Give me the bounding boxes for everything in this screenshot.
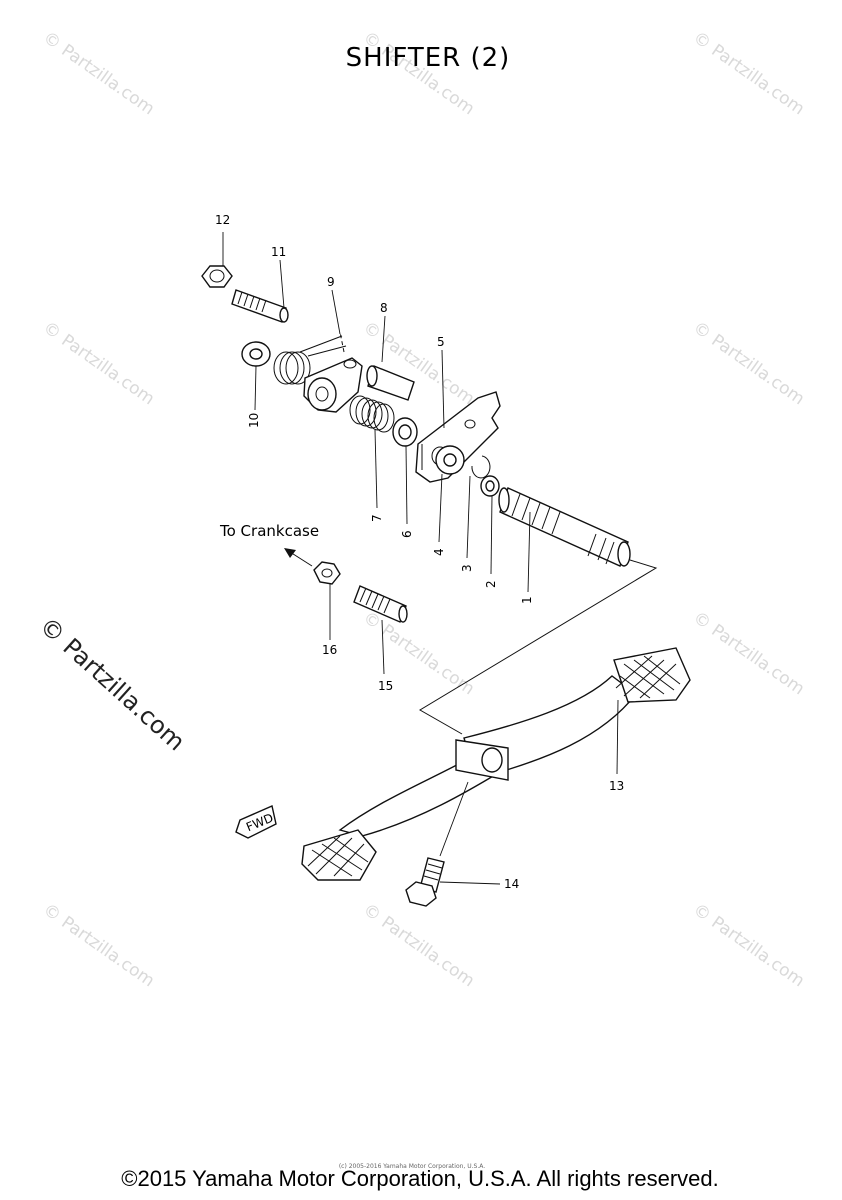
diagram-title: SHIFTER (2) — [346, 43, 511, 73]
callout-10: 10 — [247, 413, 261, 428]
callout-5: 5 — [437, 335, 445, 349]
part-shift-pedal-13 — [301, 647, 691, 881]
callout-15: 15 — [378, 679, 393, 693]
side-watermark: © Partzilla.com — [34, 612, 190, 757]
watermark: © Partzilla.com — [359, 900, 478, 992]
callout-6: 6 — [400, 530, 414, 538]
part-nut-16 — [313, 561, 341, 585]
callout-4: 4 — [432, 548, 446, 556]
footer-small-print: (c) 2005-2016 Yamaha Motor Corporation, … — [339, 1163, 485, 1170]
callout-12: 12 — [215, 213, 230, 227]
part-spring-9 — [273, 335, 347, 385]
part-shift-arm-8 — [303, 357, 415, 413]
callout-2: 2 — [484, 580, 498, 588]
watermark: © Partzilla.com — [689, 318, 808, 410]
footer-copyright: ©2015 Yamaha Motor Corporation, U.S.A. A… — [121, 1166, 718, 1191]
fwd-arrow-icon: FWD — [235, 805, 277, 839]
watermark: © Partzilla.com — [39, 900, 158, 992]
callout-11: 11 — [271, 245, 286, 259]
callout-8: 8 — [380, 301, 388, 315]
part-washer-6 — [392, 417, 418, 447]
leader-lines — [222, 232, 619, 885]
callout-7: 7 — [370, 514, 384, 522]
part-washer-10 — [241, 341, 271, 367]
part-spring-7 — [349, 395, 395, 433]
part-shift-shaft-1 — [498, 487, 631, 567]
callout-16: 16 — [322, 643, 337, 657]
callout-9: 9 — [327, 275, 335, 289]
watermark: © Partzilla.com — [359, 28, 478, 120]
part-stud-15 — [353, 585, 408, 623]
part-nut-12 — [201, 265, 233, 288]
watermark: © Partzilla.com — [39, 318, 158, 410]
part-collar-4 — [435, 445, 465, 475]
crankcase-note: To Crankcase — [219, 522, 319, 540]
callout-14: 14 — [504, 877, 519, 891]
watermark: © Partzilla.com — [359, 318, 478, 410]
crankcase-arrow — [284, 548, 313, 567]
alignment-lines — [339, 331, 658, 735]
part-stud-11 — [231, 289, 289, 323]
callout-1: 1 — [520, 596, 534, 604]
part-bolt-14 — [405, 857, 445, 907]
callout-13: 13 — [609, 779, 624, 793]
callout-numbers: 1 2 3 4 5 6 7 8 9 10 11 12 13 14 15 16 — [215, 213, 624, 891]
part-washer-2 — [480, 475, 500, 497]
watermark: © Partzilla.com — [689, 28, 808, 120]
watermark: © Partzilla.com — [689, 608, 808, 700]
watermark: © Partzilla.com — [39, 28, 158, 120]
watermark: © Partzilla.com — [689, 900, 808, 992]
callout-3: 3 — [460, 564, 474, 572]
part-circlip-3 — [471, 455, 491, 479]
watermark-layer: © Partzilla.com © Partzilla.com © Partzi… — [39, 28, 808, 992]
